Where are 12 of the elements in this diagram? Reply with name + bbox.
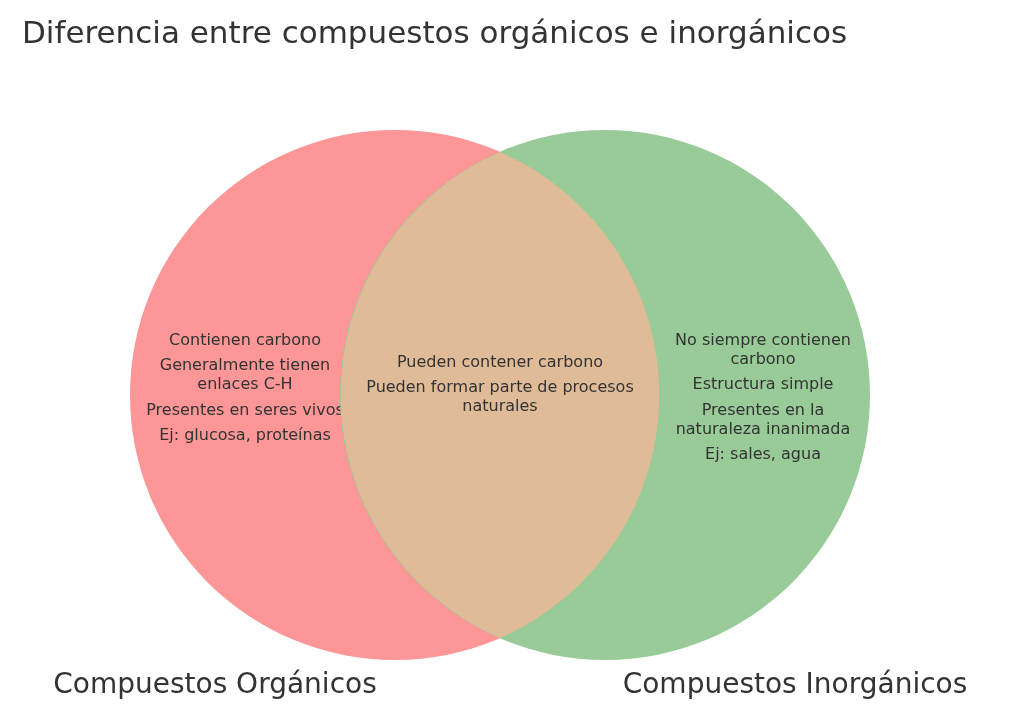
venn-item-text: Presentes en la naturaleza inanimada (674, 399, 852, 438)
venn-item-text: Pueden formar parte de procesos naturales (365, 377, 635, 416)
venn-item-text: No siempre contienen carbono (674, 330, 852, 369)
set-heading: Compuestos Inorgánicos (622, 667, 968, 700)
venn-item-text: Ej: glucosa, proteínas (158, 424, 332, 444)
diagram-title: Diferencia entre compuestos orgánicos e inorgánicos (22, 14, 848, 50)
venn-item-text: Contienen carbono (168, 330, 322, 350)
venn-item-text: Generalmente tienen enlaces C-H (158, 355, 332, 394)
venn-item-text: Ej: sales, agua (704, 443, 822, 464)
venn-item-text: Estructura simple (691, 374, 835, 394)
set-heading: Compuestos Orgánicos (53, 667, 377, 700)
venn-item-text: Pueden contener carbono (395, 352, 605, 372)
